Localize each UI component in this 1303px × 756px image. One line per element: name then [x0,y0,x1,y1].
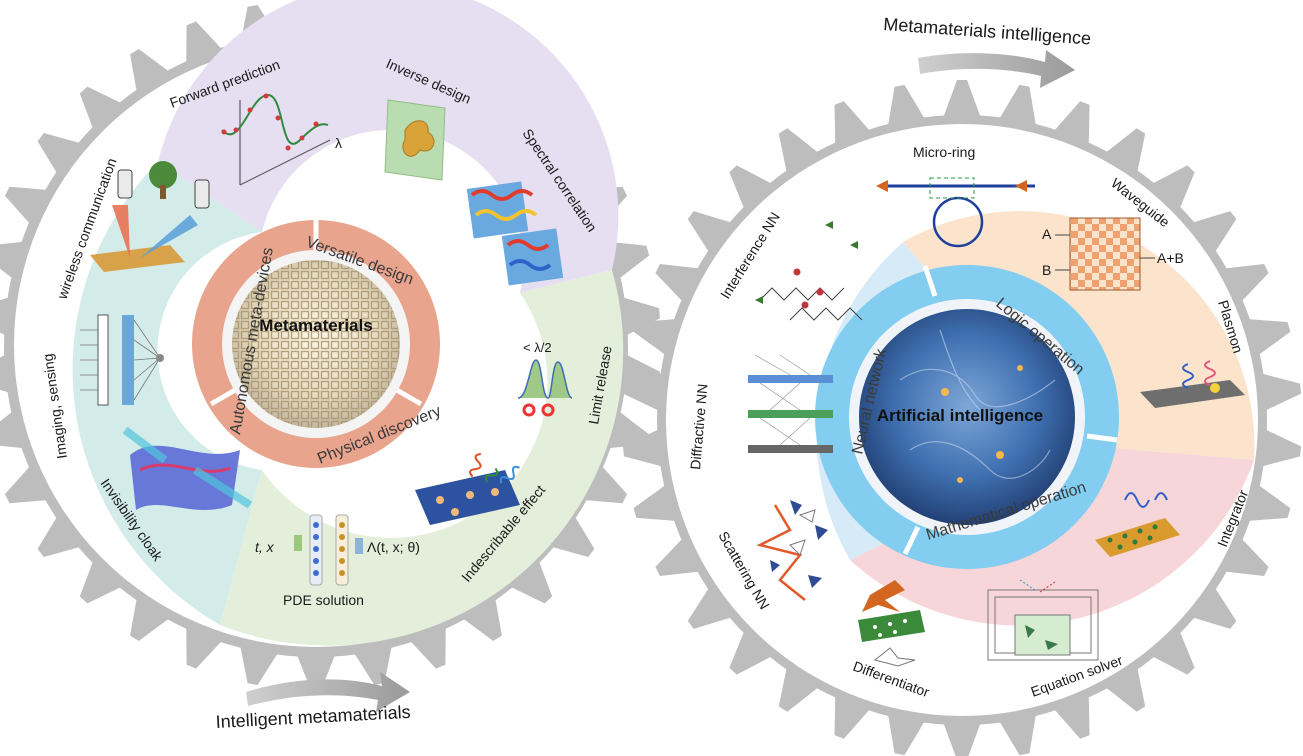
waveguide-b-label: B [1042,262,1051,278]
right-inner-ring [815,265,1119,569]
pde-input-label: t, x [255,539,275,555]
wireless-communication-scene [90,161,210,272]
metamaterials-intelligence-arrow [918,50,1075,88]
label-metamaterials-intelligence: Metamaterials intelligence [883,14,1092,48]
waveguide-device [1055,217,1155,291]
label-pde-solution: PDE solution [283,592,364,608]
label-micro-ring: Micro-ring [913,144,975,160]
lambda-label: λ [335,135,342,151]
inverse-design-tile [384,99,446,181]
right-center-title: Artificial intelligence [877,406,1043,425]
micro-ring-device [876,177,1035,248]
equation-solver-device [987,579,1099,661]
indescribable-effect-scene [415,453,520,525]
waveguide-ab-label: A+B [1157,250,1184,266]
invisibility-cloak-surface [122,426,253,510]
integrator-device [1095,492,1180,557]
pde-solution-network [294,514,363,586]
waveguide-a-label: A [1042,226,1052,242]
differentiator-device [858,580,925,667]
left-inner-ring [192,220,440,468]
pde-output-label: Λ(t, x; θ) [367,539,420,555]
left-center-title: Metamaterials [259,316,372,335]
left-sector-purple [158,0,619,293]
scattering-nn-diagram [756,500,828,601]
sub-lambda-label: < λ/2 [523,340,552,355]
limit-release-plot [517,359,573,417]
spectral-correlation-pieces [466,181,564,286]
label-intelligent-metamaterials: Intelligent metamaterials [215,702,411,732]
diffractive-nn-diagram [748,354,833,453]
plasmon-device [1140,360,1245,408]
label-diffractive-nn: Diffractive NN [687,383,710,470]
intelligent-metamaterials-arrow [246,672,410,712]
forward-prediction-plot [221,93,331,186]
imaging-sensing-diagram [80,314,164,406]
interference-nn-diagram [755,221,863,321]
